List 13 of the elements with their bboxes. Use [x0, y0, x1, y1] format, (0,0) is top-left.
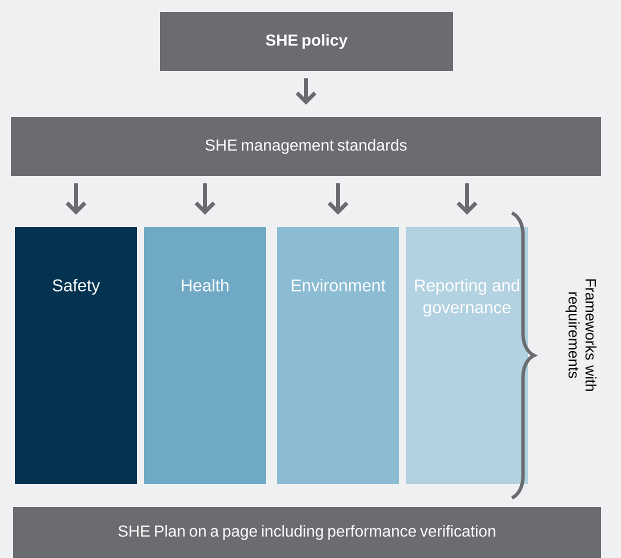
- framework-column: Health: [144, 226, 266, 484]
- banner-box: SHE management standards: [11, 116, 601, 176]
- arrow: [328, 183, 348, 215]
- framework-column: Safety: [15, 226, 137, 484]
- arrow: [66, 183, 86, 215]
- framework-column: Environment: [277, 226, 399, 484]
- arrow: [456, 183, 478, 215]
- arrow: [296, 78, 316, 105]
- framework-column: Reporting and governance: [406, 226, 528, 484]
- banner-box: SHE Plan on a page including performance verification: [13, 506, 601, 558]
- policy-box: SHE policy: [160, 12, 453, 71]
- brace-label: Frameworks with requirements: [566, 279, 596, 391]
- arrow: [194, 183, 216, 215]
